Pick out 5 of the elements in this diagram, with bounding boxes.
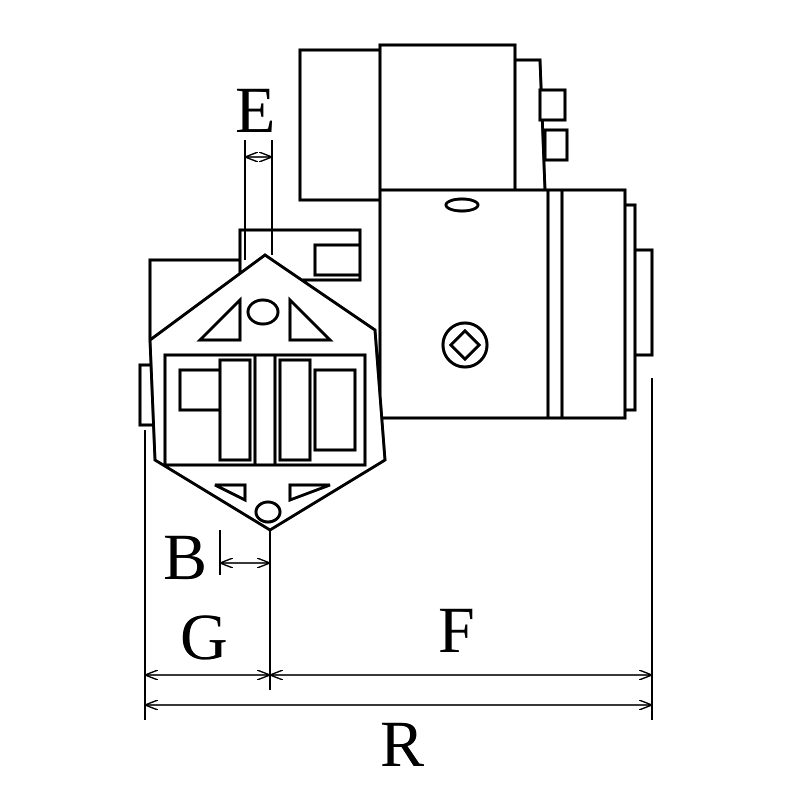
dimension-letter: E [235, 78, 276, 144]
dimension-letter: G [180, 605, 228, 671]
dimension-letter: F [438, 598, 475, 664]
dimension-letter: R [380, 712, 424, 778]
dimension-letter: B [163, 525, 208, 591]
